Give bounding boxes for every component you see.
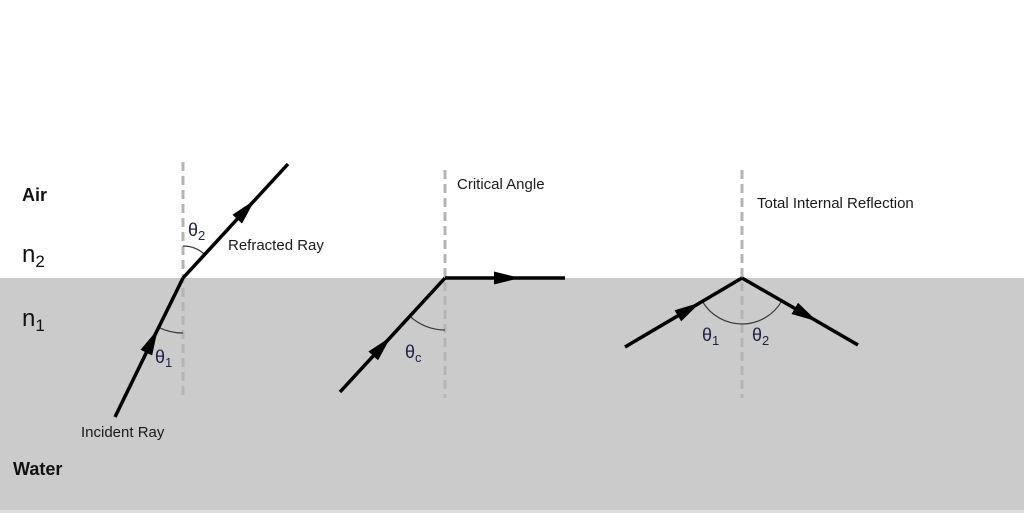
tir-theta1-sub: 1	[712, 333, 719, 348]
tir-reflected-ray	[741, 276, 859, 347]
incident-ray-label: Incident Ray	[81, 424, 165, 441]
n2-base: n	[22, 241, 35, 268]
theta2-label: θ2	[188, 220, 205, 243]
theta-c-label: θc	[405, 342, 422, 365]
theta2-sub: 2	[198, 228, 205, 243]
theta2-base: θ	[188, 220, 198, 240]
tir-theta2-label: θ2	[752, 325, 769, 348]
n2-sub: 2	[35, 252, 44, 271]
theta-c-sub: c	[415, 350, 422, 365]
critical-incident-ray	[338, 276, 447, 394]
water-bottom-edge	[0, 510, 1024, 513]
n2-label: n2	[22, 241, 45, 271]
incident-ray	[113, 277, 185, 418]
tir-theta2-sub: 2	[762, 333, 769, 348]
water-region-label: Water	[13, 459, 62, 479]
theta-c-arc	[409, 315, 446, 331]
critical-angle-title: Critical Angle	[457, 176, 545, 193]
water-region	[0, 278, 1024, 512]
theta1-base: θ	[155, 347, 165, 367]
n1-label: n1	[22, 305, 45, 335]
tir-theta2-arc	[741, 300, 783, 325]
refracted-ray-label: Refracted Ray	[228, 237, 324, 254]
tir-title: Total Internal Reflection	[757, 195, 914, 212]
theta1-sub: 1	[165, 355, 172, 370]
air-region-label: Air	[22, 185, 47, 205]
tir-theta2-base: θ	[752, 325, 762, 345]
theta2-arc	[182, 245, 206, 255]
tir-theta1-base: θ	[702, 325, 712, 345]
theta1-label: θ1	[155, 347, 172, 370]
refracted-ray	[181, 162, 290, 280]
n1-base: n	[22, 305, 35, 332]
theta-c-base: θ	[405, 342, 415, 362]
tir-incident-ray	[624, 276, 743, 349]
tir-theta1-arc	[701, 301, 743, 325]
n1-sub: 1	[35, 316, 44, 335]
tir-theta1-label: θ1	[702, 325, 719, 348]
